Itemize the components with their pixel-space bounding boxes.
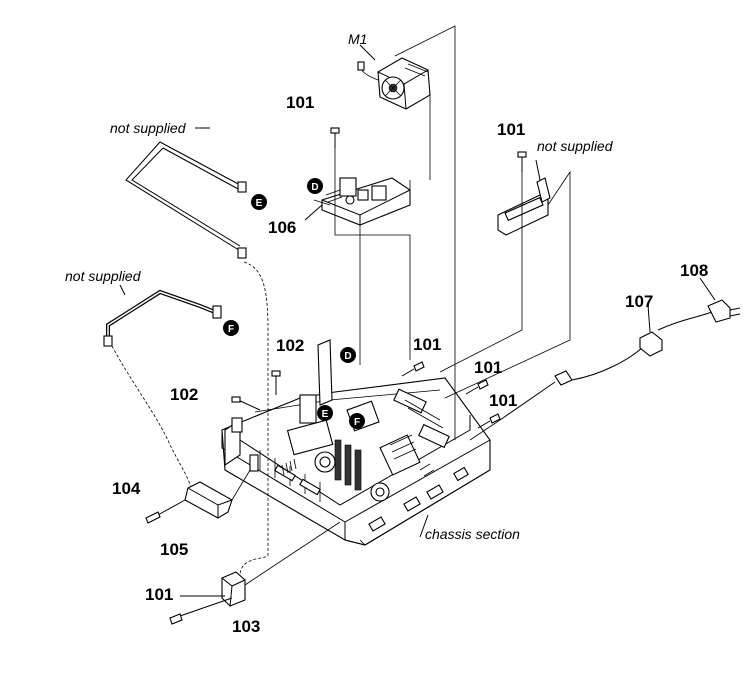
screw-101-right xyxy=(517,151,527,172)
label-102-a: 102 xyxy=(276,336,304,355)
marker-f-1: F xyxy=(223,320,239,336)
note-not-supplied-cable-e: not supplied xyxy=(110,120,187,136)
label-101-right: 101 xyxy=(497,120,525,139)
svg-text:E: E xyxy=(256,198,263,209)
marker-d-2: D xyxy=(340,347,356,363)
marker-e-1: E xyxy=(251,194,267,210)
label-107: 107 xyxy=(625,292,653,311)
label-101-chassis-3: 101 xyxy=(489,391,517,410)
svg-text:F: F xyxy=(354,417,360,428)
power-cord xyxy=(499,299,741,421)
marker-d-1: D xyxy=(307,178,323,194)
label-101-top: 101 xyxy=(286,93,314,112)
screw-101-top xyxy=(330,127,340,148)
label-101-chassis-2: 101 xyxy=(474,358,502,377)
side-bracket xyxy=(497,177,551,236)
screw-102 xyxy=(231,370,281,411)
svg-text:D: D xyxy=(311,182,318,193)
label-108: 108 xyxy=(680,261,708,280)
screw-101-chassis-2 xyxy=(465,379,489,395)
note-not-supplied-cable-f: not supplied xyxy=(65,268,142,284)
svg-text:D: D xyxy=(344,351,351,362)
panel-105 xyxy=(145,481,233,524)
fan-m1 xyxy=(357,57,431,110)
label-101-bottom: 101 xyxy=(145,585,173,604)
label-106: 106 xyxy=(268,218,296,237)
cable-f xyxy=(103,289,222,347)
marker-e-2: E xyxy=(317,405,333,421)
screw-101-chassis-3 xyxy=(477,413,501,429)
guide-lines xyxy=(111,25,571,586)
power-board-106 xyxy=(321,177,411,226)
label-101-chassis-1: 101 xyxy=(413,335,441,354)
note-not-supplied-bracket: not supplied xyxy=(537,138,614,154)
chassis-section xyxy=(221,339,491,546)
svg-text:F: F xyxy=(228,324,234,335)
label-m1: M1 xyxy=(348,31,367,47)
svg-text:E: E xyxy=(322,409,329,420)
screw-101-chassis-1 xyxy=(401,361,425,377)
label-103: 103 xyxy=(232,617,260,636)
cable-e xyxy=(125,141,247,259)
label-105: 105 xyxy=(160,540,188,559)
leader-lines xyxy=(119,44,716,597)
label-104: 104 xyxy=(112,479,141,498)
bracket-103 xyxy=(169,571,246,625)
marker-f-2: F xyxy=(349,413,365,429)
note-chassis-section: chassis section xyxy=(425,526,520,542)
label-102-b: 102 xyxy=(170,385,198,404)
